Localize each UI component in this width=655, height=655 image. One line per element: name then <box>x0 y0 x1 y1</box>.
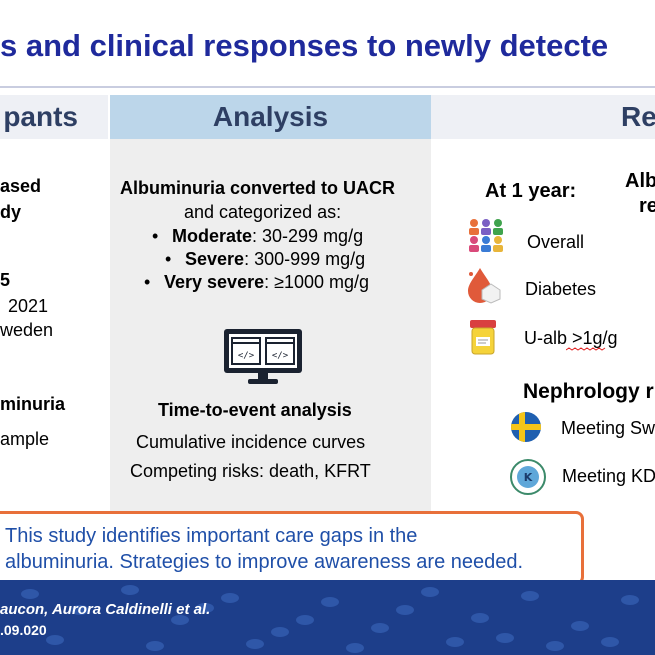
participants-text-2: dy <box>0 202 22 222</box>
spellcheck-underline <box>566 347 606 351</box>
bullet-value: : 300-999 mg/g <box>244 249 366 269</box>
bullet-label: Very severe <box>164 272 265 292</box>
conclusion-line-2: albuminuria. Strategies to improve aware… <box>5 551 524 573</box>
bullet-label: Severe <box>185 249 245 269</box>
participants-text-5: weden <box>0 320 54 340</box>
results-item-diabetes: Diabetes <box>525 279 597 299</box>
svg-text:K: K <box>524 471 533 484</box>
uacr-subheading: and categorized as: <box>184 202 342 222</box>
participants-text-4: 2021 <box>8 296 49 316</box>
people-group-icon <box>469 219 503 252</box>
bullet-value: : 30-299 mg/g <box>252 226 364 246</box>
tte-line-2: Competing risks: death, KFRT <box>130 461 371 481</box>
meeting-sweden: Meeting Sw <box>561 418 655 438</box>
results-item-overall: Overall <box>527 232 585 252</box>
results-right-text-1: Alb <box>625 170 655 192</box>
results-right-text-2: re <box>639 195 655 217</box>
urine-sample-icon <box>470 320 496 355</box>
analysis-column: Albuminuria converted to UACR and catego… <box>110 139 431 512</box>
tte-title: Time-to-event analysis <box>158 400 352 420</box>
footer-banner <box>0 580 655 655</box>
bullet-moderate: •Moderate: 30-299 mg/g <box>152 226 364 246</box>
bullet-value: : ≥1000 mg/g <box>264 272 370 292</box>
tte-line-1: Cumulative incidence curves <box>136 432 366 452</box>
uacr-heading: Albuminuria converted to UACR <box>120 178 396 198</box>
sweden-flag-icon <box>511 412 541 442</box>
blood-drop-icon <box>468 268 501 304</box>
bullet-very-severe: •Very severe: ≥1000 mg/g <box>144 272 370 292</box>
kdigo-logo-icon: K <box>510 459 546 495</box>
participants-header-label: pants <box>3 101 78 132</box>
footer-doi: .09.020 <box>0 622 47 638</box>
svg-text:</>: </> <box>272 351 289 361</box>
participants-text-6: minuria <box>0 394 66 414</box>
participants-text-7: ample <box>0 429 50 449</box>
results-header-label: Re <box>621 101 655 132</box>
svg-text:</>: </> <box>238 351 255 361</box>
results-column-header: Re <box>431 95 655 139</box>
title-divider <box>0 86 655 88</box>
conclusion-line-1: This study identifies important care gap… <box>5 525 418 547</box>
analysis-column-header: Analysis <box>110 95 431 139</box>
bullet-label: Moderate <box>172 226 253 246</box>
nephrology-heading: Nephrology r <box>523 380 654 403</box>
page-title: s and clinical responses to newly detect… <box>0 28 609 63</box>
participants-text-3: 5 <box>0 270 11 290</box>
participants-text-1: ased <box>0 176 42 196</box>
kidney-pattern-background <box>21 585 639 653</box>
meeting-kdigo: Meeting KD <box>562 466 655 486</box>
conclusion-box: This study identifies important care gap… <box>0 511 584 585</box>
results-at-year: At 1 year: <box>485 180 577 202</box>
results-item-ualb: U-alb >1g/g <box>524 328 618 348</box>
participants-column-header: pants <box>0 95 108 139</box>
bullet-severe: •Severe: 300-999 mg/g <box>165 249 366 269</box>
footer-authors: aucon, Aurora Caldinelli et al. <box>0 601 211 618</box>
monitor-code-icon: </> </> <box>224 329 302 384</box>
